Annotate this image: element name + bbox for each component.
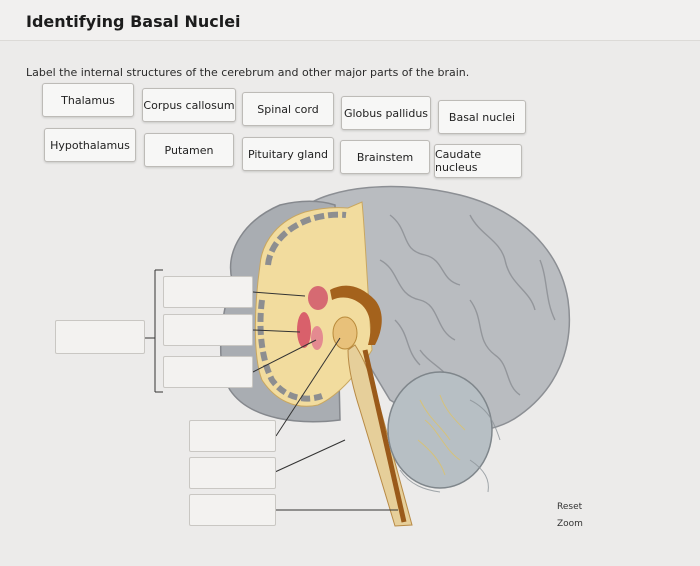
drop-target-4[interactable] bbox=[189, 420, 276, 452]
drop-target-3[interactable] bbox=[163, 356, 253, 388]
drop-target-5[interactable] bbox=[189, 457, 276, 489]
drop-target-1[interactable] bbox=[163, 276, 253, 308]
reset-button[interactable]: Reset bbox=[557, 502, 582, 512]
caudate-nucleus-shape bbox=[308, 286, 328, 310]
drop-target-group[interactable] bbox=[55, 320, 145, 354]
drop-target-2[interactable] bbox=[163, 314, 253, 346]
putamen-shape bbox=[297, 312, 311, 348]
thalamus-shape bbox=[333, 317, 357, 349]
zoom-button[interactable]: Zoom bbox=[557, 519, 583, 529]
cerebellum-shape bbox=[388, 372, 492, 488]
drop-target-6[interactable] bbox=[189, 494, 276, 526]
globus-pallidus-shape bbox=[311, 326, 323, 350]
